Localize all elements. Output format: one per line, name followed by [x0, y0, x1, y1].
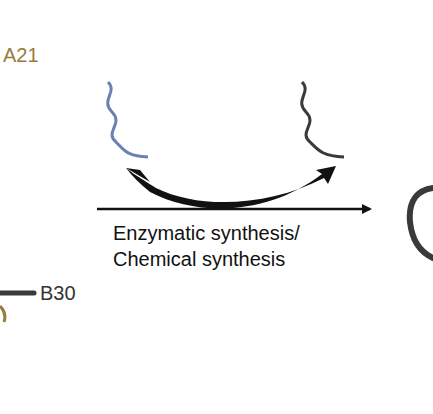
peptide-chain-dark: [302, 82, 344, 157]
peptide-chain-blue: [108, 82, 148, 157]
b-chain-end: [0, 291, 34, 296]
product-chain: [410, 188, 433, 258]
reaction-condition: Enzymatic synthesis/ Chemical synthesis: [113, 220, 343, 272]
a-chain-fragment: [0, 306, 5, 322]
chain-residue-label: A21: [3, 42, 39, 68]
reaction-arrow: [97, 208, 370, 211]
chain-residue-label: B30: [40, 280, 76, 306]
curved-arrow: [126, 166, 336, 208]
curved-arrow-tail: [126, 168, 150, 182]
